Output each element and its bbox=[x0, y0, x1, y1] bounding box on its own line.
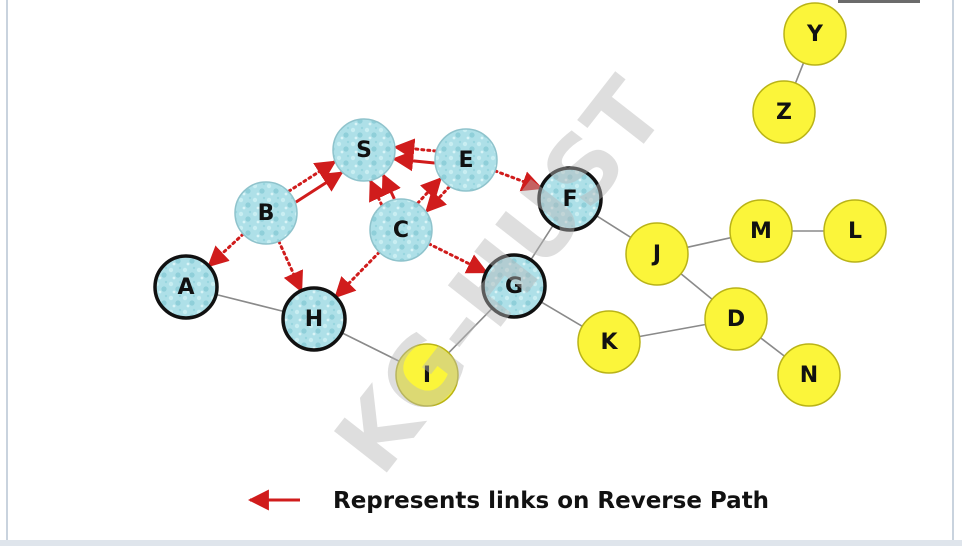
reverse-link-b-s bbox=[295, 171, 344, 204]
flood-link-e-s bbox=[393, 138, 438, 160]
node-b-label: B bbox=[258, 201, 275, 226]
node-g: G bbox=[481, 253, 547, 319]
node-k-label: K bbox=[600, 330, 618, 355]
node-c-label: C bbox=[393, 218, 409, 243]
node-i: I bbox=[395, 343, 459, 407]
flood-link-c-g bbox=[427, 242, 489, 274]
edge-j-d bbox=[680, 273, 713, 300]
node-b: B bbox=[234, 181, 298, 245]
edge-i-g bbox=[448, 307, 493, 354]
node-a-circle bbox=[153, 254, 219, 320]
node-g-label: G bbox=[505, 274, 523, 299]
node-z-circle bbox=[752, 80, 816, 144]
reverse-link-e-s bbox=[392, 150, 435, 172]
edge-j-m bbox=[687, 236, 731, 249]
node-d: D bbox=[704, 287, 768, 351]
node-e-label: E bbox=[458, 148, 473, 173]
node-m: M bbox=[729, 199, 793, 263]
node-f: F bbox=[537, 166, 603, 232]
node-s: S bbox=[332, 118, 396, 182]
node-c: C bbox=[369, 198, 433, 262]
node-e: E bbox=[434, 128, 498, 192]
node-a-label: A bbox=[177, 275, 194, 300]
node-e-circle bbox=[434, 128, 498, 192]
flood-link-c-s bbox=[369, 179, 389, 207]
node-h-label: H bbox=[305, 307, 323, 332]
node-l: L bbox=[823, 199, 887, 263]
node-z: Z bbox=[752, 80, 816, 144]
node-i-label: I bbox=[423, 363, 431, 388]
window-frame-right bbox=[952, 0, 954, 546]
node-j: J bbox=[625, 222, 689, 286]
node-n: N bbox=[777, 343, 841, 407]
legend: Represents links on Reverse Path bbox=[247, 488, 769, 514]
node-m-circle bbox=[729, 199, 793, 263]
node-y-label: Y bbox=[806, 22, 824, 47]
node-j-label: J bbox=[651, 242, 661, 267]
edge-f-j bbox=[595, 214, 632, 239]
window-frame-top-mark bbox=[838, 0, 920, 3]
edge-g-k bbox=[540, 301, 583, 327]
node-n-circle bbox=[777, 343, 841, 407]
node-z-label: Z bbox=[776, 100, 792, 125]
node-d-circle bbox=[704, 287, 768, 351]
nodes-layer: S E B C F A H G I J M L K D N Y Z bbox=[153, 2, 887, 407]
flood-link-b-h bbox=[277, 239, 303, 293]
node-d-label: D bbox=[727, 307, 745, 332]
node-h: H bbox=[281, 286, 347, 352]
window-frame-bottom bbox=[0, 540, 962, 546]
edge-y-z bbox=[794, 62, 805, 84]
edge-g-f bbox=[530, 224, 554, 261]
node-j-circle bbox=[625, 222, 689, 286]
node-h-circle bbox=[281, 286, 347, 352]
flood-link-e-f bbox=[493, 169, 543, 192]
node-l-label: L bbox=[848, 219, 862, 244]
node-b-circle bbox=[234, 181, 298, 245]
flood-link-b-a bbox=[207, 232, 245, 268]
node-a: A bbox=[153, 254, 219, 320]
reverse-link-c-s bbox=[381, 173, 401, 200]
edge-a-h bbox=[215, 293, 285, 313]
node-f-circle bbox=[537, 166, 603, 232]
node-g-circle bbox=[481, 253, 547, 319]
node-m-label: M bbox=[750, 219, 772, 244]
edge-h-i bbox=[341, 332, 400, 362]
node-i-circle bbox=[395, 343, 459, 407]
node-f-label: F bbox=[562, 187, 577, 212]
flood-link-c-e bbox=[416, 177, 443, 205]
flood-link-b-s bbox=[287, 160, 337, 193]
node-n-label: N bbox=[800, 363, 818, 388]
node-c-circle bbox=[369, 198, 433, 262]
node-s-circle bbox=[332, 118, 396, 182]
node-l-circle bbox=[823, 199, 887, 263]
flood-link-c-h bbox=[334, 250, 381, 299]
edge-k-d bbox=[639, 323, 706, 338]
edges-layer bbox=[207, 62, 824, 362]
node-y: Y bbox=[783, 2, 847, 66]
window-frame-left bbox=[6, 0, 8, 546]
node-k-circle bbox=[577, 310, 641, 374]
node-k: K bbox=[577, 310, 641, 374]
node-s-label: S bbox=[356, 138, 372, 163]
node-y-circle bbox=[783, 2, 847, 66]
edge-d-n bbox=[760, 337, 785, 357]
legend-label: Represents links on Reverse Path bbox=[333, 488, 769, 514]
